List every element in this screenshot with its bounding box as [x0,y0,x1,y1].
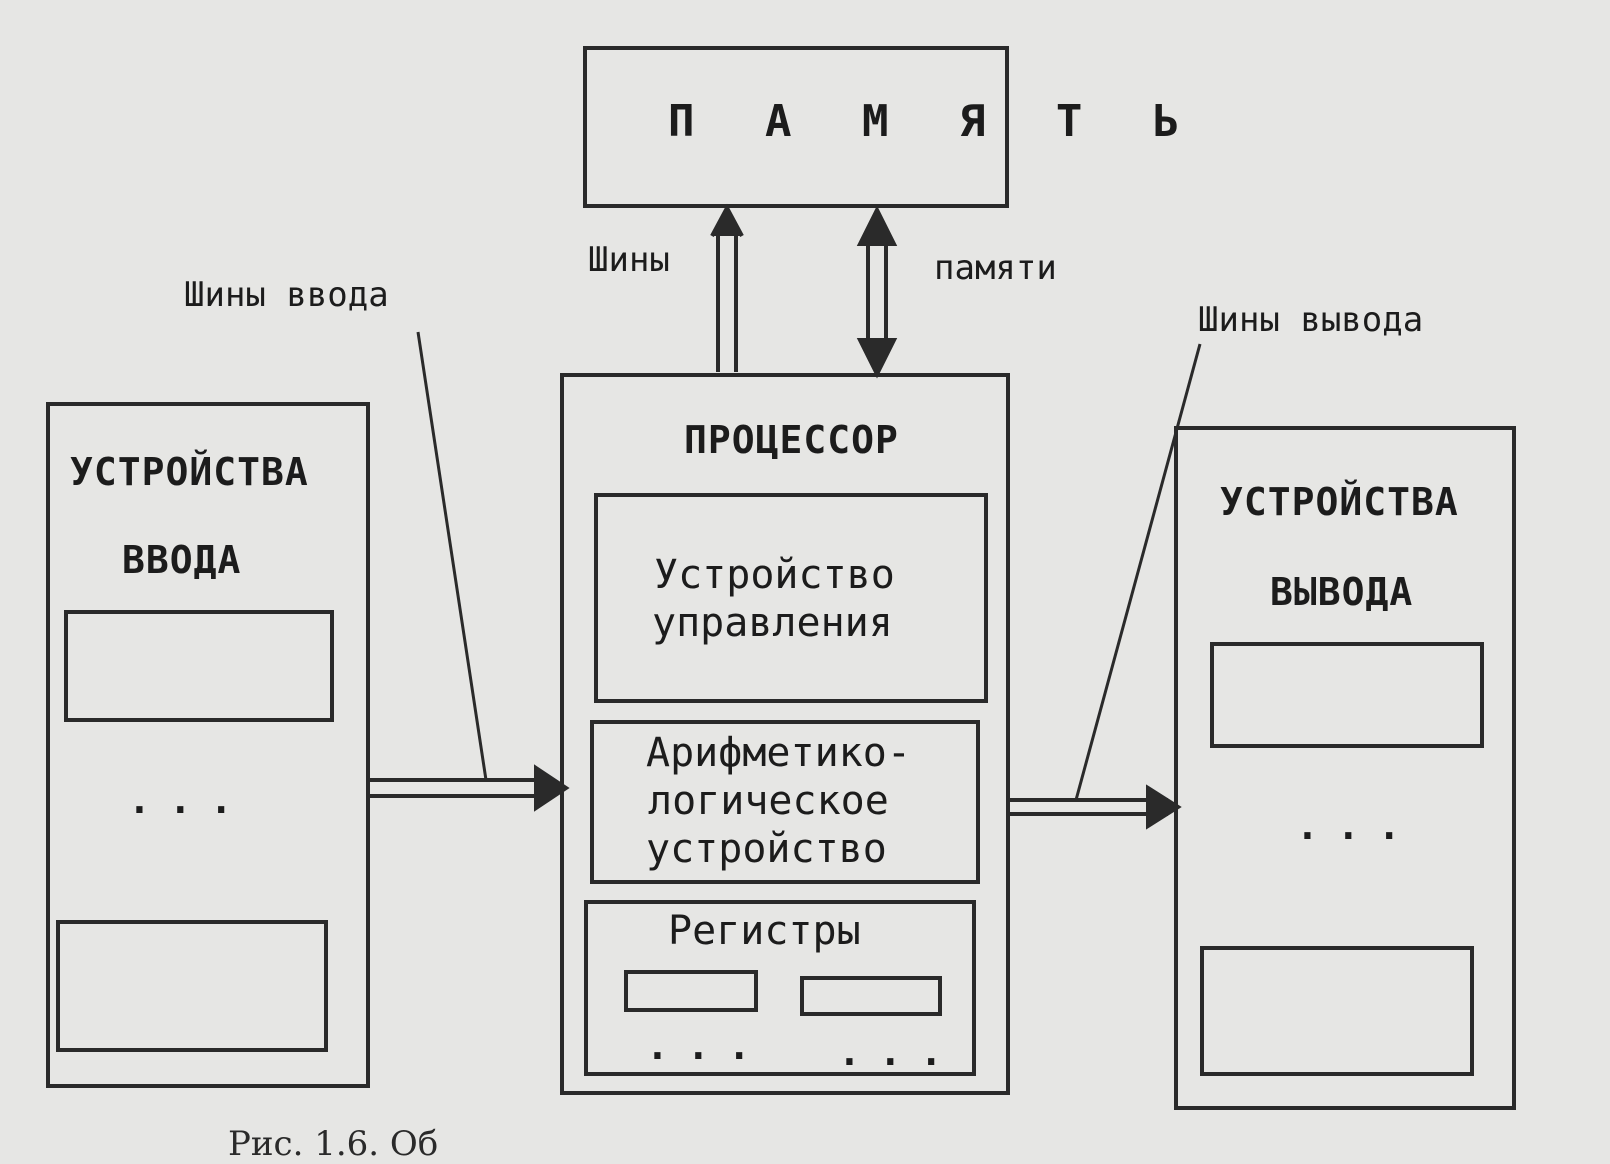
processor-box [560,373,1010,1095]
processor-title: ПРОЦЕССОР [684,418,899,462]
input-bus-leader [416,331,488,781]
output-devices-title-line2: ВЫВОДА [1270,570,1414,614]
alu-box [590,720,980,884]
output-bus-label: Шины вывода [1198,300,1424,340]
memory-bus-label-left: Шины [588,240,670,280]
alu-line2: логическое [648,778,889,824]
registers-title: Регистры [668,908,861,954]
figure-caption: Рис. 1.6. Об [228,1124,439,1164]
register-left-box [624,970,758,1012]
output-devices-box [1174,426,1516,1110]
input-device-top-box [64,610,334,722]
input-device-bottom-box [56,920,328,1052]
alu-line1: Арифметико- [646,730,911,776]
output-device-top-box [1210,642,1484,748]
register-right-box [800,976,942,1016]
output-devices-ellipsis: ... [1296,804,1419,848]
output-devices-title-line1: УСТРОЙСТВА [1220,480,1459,524]
registers-box [584,900,976,1076]
registers-ellipsis-right: ... [838,1030,961,1074]
memory-label: П А М Я Т Ь [668,96,1202,147]
output-bus-leader [1074,343,1202,801]
input-devices-title-line2: ВВОДА [122,538,242,582]
memory-box [583,46,1009,208]
input-bus-label: Шины ввода [184,275,389,315]
memory-bus-label-right: памяти [934,248,1057,288]
registers-ellipsis-left: ... [646,1024,769,1068]
output-device-bottom-box [1200,946,1474,1076]
control-unit-line1: Устройство [654,552,895,598]
control-unit-box [594,493,988,703]
alu-line3: устройство [646,826,887,872]
input-devices-ellipsis: ... [128,778,251,822]
control-unit-line2: управления [652,600,893,646]
input-devices-box [46,402,370,1088]
input-devices-title-line1: УСТРОЙСТВА [70,450,309,494]
